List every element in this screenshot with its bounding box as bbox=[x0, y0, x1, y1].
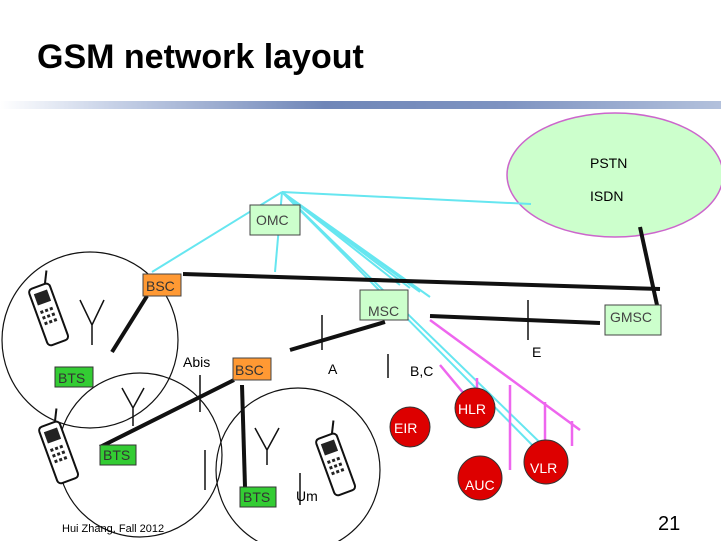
bts-left-box bbox=[54, 366, 94, 388]
slide-title: GSM network layout bbox=[37, 38, 364, 76]
gmsc-label: GMSC bbox=[610, 309, 652, 325]
bts-lower-box bbox=[99, 444, 137, 466]
hlr-db bbox=[454, 387, 496, 429]
bts-bottom-label: BTS bbox=[243, 489, 270, 505]
interface-e-label: E bbox=[532, 344, 541, 360]
title-rule bbox=[0, 101, 721, 109]
vlr-label: VLR bbox=[530, 460, 557, 476]
interface-bc-label: B,C bbox=[410, 363, 433, 379]
trunk-links bbox=[99, 226, 661, 488]
bts-bottom-box bbox=[239, 486, 277, 508]
bsc-mid-label: BSC bbox=[235, 362, 264, 378]
gmsc-box bbox=[604, 304, 662, 336]
cyan-links bbox=[151, 191, 561, 463]
omc-box bbox=[249, 204, 301, 236]
page-number: 21 bbox=[658, 513, 680, 535]
bsc-mid-box bbox=[232, 357, 272, 381]
cell-left bbox=[1, 251, 179, 429]
isdn-label: ISDN bbox=[590, 188, 623, 204]
eir-db bbox=[389, 406, 431, 448]
pstn-cloud bbox=[506, 112, 721, 238]
bsc-top-label: BSC bbox=[146, 278, 175, 294]
msc-box bbox=[359, 289, 409, 321]
auc-db bbox=[457, 455, 503, 501]
footer-credit: Hui Zhang, Fall 2012 bbox=[62, 523, 164, 535]
interface-ticks bbox=[199, 300, 529, 505]
bts-left-label: BTS bbox=[58, 370, 85, 386]
pstn-label: PSTN bbox=[590, 155, 627, 171]
mobile-phone-icon bbox=[38, 408, 80, 485]
interface-um-label: Um bbox=[296, 488, 318, 504]
hlr-label: HLR bbox=[458, 401, 486, 417]
mobile-phone-icon bbox=[315, 420, 357, 497]
cell-bottom bbox=[215, 387, 381, 541]
mobile-phone-icon bbox=[28, 270, 70, 347]
vlr-db bbox=[523, 439, 569, 485]
antenna-icons bbox=[79, 299, 280, 465]
bsc-top-box bbox=[142, 273, 182, 297]
msc-label: MSC bbox=[368, 303, 399, 319]
omc-label: OMC bbox=[256, 212, 289, 228]
bts-lower-label: BTS bbox=[103, 447, 130, 463]
eir-label: EIR bbox=[394, 420, 417, 436]
interface-abis-label: Abis bbox=[183, 354, 210, 370]
interface-a-label: A bbox=[328, 361, 338, 377]
auc-label: AUC bbox=[465, 477, 495, 493]
